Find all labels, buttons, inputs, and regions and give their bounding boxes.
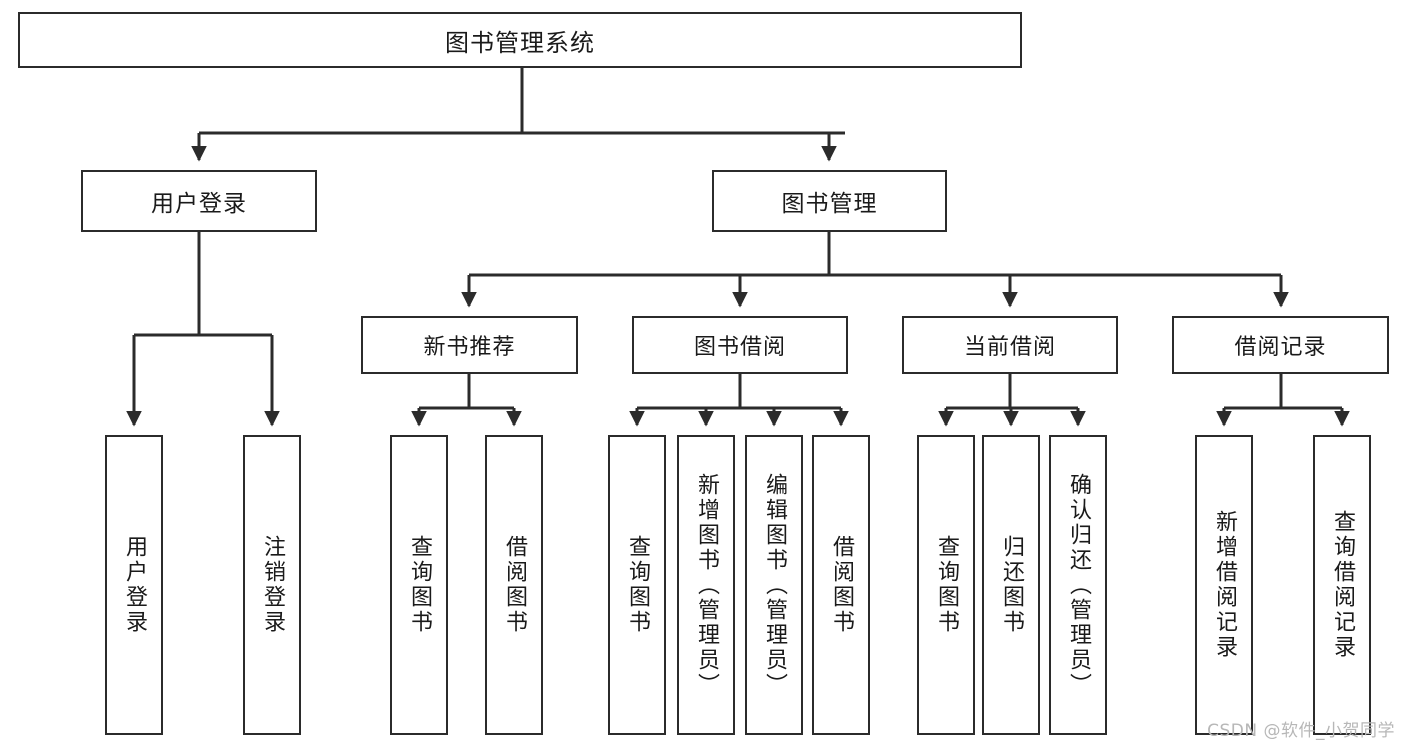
- leaf-borrow-book-label: 借阅图书: [829, 535, 854, 635]
- node-root[interactable]: 图书管理系统: [18, 12, 1022, 68]
- leaf-add-borrow-record-label: 新增借阅记录: [1212, 510, 1237, 660]
- leaf-query-book-recommend[interactable]: 查询图书: [390, 435, 448, 735]
- node-new-book-recommend-label: 新书推荐: [423, 335, 516, 360]
- leaf-query-book-recommend-label: 查询图书: [407, 535, 432, 635]
- node-current-borrow-label: 当前借阅: [963, 335, 1056, 360]
- node-user-login[interactable]: 用户登录: [81, 170, 317, 232]
- leaf-query-borrow-record[interactable]: 查询借阅记录: [1313, 435, 1371, 735]
- leaf-return-book[interactable]: 归还图书: [982, 435, 1040, 735]
- leaf-return-book-label: 归还图书: [999, 535, 1024, 635]
- node-book-borrow-label: 图书借阅: [693, 335, 786, 360]
- node-user-login-label: 用户登录: [151, 191, 247, 217]
- leaf-query-book-borrow-label: 查询图书: [625, 535, 650, 635]
- node-book-management[interactable]: 图书管理: [712, 170, 947, 232]
- leaf-logout-label: 注销登录: [260, 535, 285, 635]
- leaf-edit-book-admin-label: 编辑图书（管理员）: [762, 472, 787, 698]
- leaf-borrow-book-recommend[interactable]: 借阅图书: [485, 435, 543, 735]
- node-borrow-record[interactable]: 借阅记录: [1172, 316, 1389, 374]
- leaf-confirm-return-admin[interactable]: 确认归还（管理员）: [1049, 435, 1107, 735]
- node-new-book-recommend[interactable]: 新书推荐: [361, 316, 578, 374]
- node-book-borrow[interactable]: 图书借阅: [632, 316, 848, 374]
- leaf-borrow-book-recommend-label: 借阅图书: [502, 535, 527, 635]
- leaf-add-book-admin-label: 新增图书（管理员）: [694, 472, 719, 698]
- node-current-borrow[interactable]: 当前借阅: [902, 316, 1118, 374]
- leaf-query-book-current[interactable]: 查询图书: [917, 435, 975, 735]
- leaf-borrow-book[interactable]: 借阅图书: [812, 435, 870, 735]
- node-book-management-label: 图书管理: [781, 191, 878, 217]
- watermark: CSDN @软件_小贺同学: [1207, 721, 1395, 741]
- node-borrow-record-label: 借阅记录: [1234, 335, 1327, 360]
- leaf-query-borrow-record-label: 查询借阅记录: [1330, 510, 1355, 660]
- leaf-edit-book-admin[interactable]: 编辑图书（管理员）: [745, 435, 803, 735]
- leaf-logout[interactable]: 注销登录: [243, 435, 301, 735]
- node-root-label: 图书管理系统: [445, 28, 595, 57]
- leaf-user-login[interactable]: 用户登录: [105, 435, 163, 735]
- leaf-add-book-admin[interactable]: 新增图书（管理员）: [677, 435, 735, 735]
- leaf-confirm-return-admin-label: 确认归还（管理员）: [1066, 472, 1091, 698]
- leaf-add-borrow-record[interactable]: 新增借阅记录: [1195, 435, 1253, 735]
- leaf-query-book-borrow[interactable]: 查询图书: [608, 435, 666, 735]
- leaf-user-login-label: 用户登录: [122, 535, 147, 635]
- leaf-query-book-current-label: 查询图书: [934, 535, 959, 635]
